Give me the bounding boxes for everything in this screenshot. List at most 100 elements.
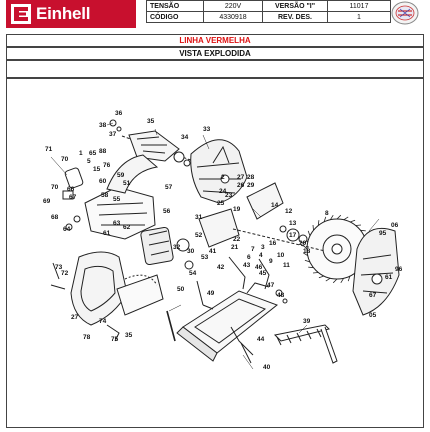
part-number-label: 15	[93, 166, 101, 173]
part-number-label: 72	[61, 270, 69, 277]
part-number-label: 23	[225, 192, 233, 199]
part-number-label: 49	[207, 290, 215, 297]
part-number-label: 47	[267, 282, 275, 289]
part-number-label: 29	[247, 182, 255, 189]
part-number-label: 35	[125, 332, 133, 339]
part-number-label: 43	[243, 262, 251, 269]
part-number-label: 61	[103, 230, 111, 237]
part-number-label: 53	[201, 254, 209, 261]
part-number-label: 8	[325, 210, 329, 217]
part-number-label: 4	[259, 252, 263, 259]
part-number-label: 37	[109, 131, 117, 138]
brand-name: Einhell	[36, 4, 91, 23]
part-number-label: 59	[117, 172, 125, 179]
exploded-view-diagram: 3836373534337170165885157659515758282927…	[43, 110, 403, 371]
part-number-label: 18	[303, 248, 311, 255]
part-number-label: 67	[369, 292, 377, 299]
part-number-label: 78	[83, 334, 91, 341]
armature-part	[109, 119, 203, 167]
revision-value: 1	[327, 11, 391, 23]
part-number-label: 41	[209, 248, 217, 255]
handle-part	[70, 251, 164, 326]
part-number-label: 66	[67, 186, 75, 193]
lower-blade-guard-part	[352, 227, 400, 316]
part-number-label: 57	[165, 184, 173, 191]
part-number-label: 28	[247, 174, 255, 181]
part-number-label: 26	[237, 182, 245, 189]
part-number-label: 13	[289, 220, 297, 227]
parts-drawing	[50, 119, 400, 370]
voltage-value: 220V	[203, 0, 263, 12]
part-number-label: 12	[285, 208, 293, 215]
part-number-label: 58	[101, 192, 109, 199]
part-number-label: 3	[261, 244, 265, 251]
part-number-label: 61	[385, 274, 393, 281]
part-number-label: 54	[189, 270, 197, 277]
part-number-label: 38	[99, 122, 107, 129]
version-label: VERSÃO "I"	[262, 0, 328, 12]
part-number-label: 27	[237, 174, 245, 181]
part-number-label: 75	[111, 336, 119, 343]
part-number-label: 7	[251, 246, 255, 253]
part-number-label: 25	[217, 200, 225, 207]
part-number-label: 32	[173, 244, 181, 251]
flange-part	[198, 182, 326, 252]
part-number-label: 56	[163, 208, 171, 215]
part-number-label: 67	[69, 194, 77, 201]
part-number-label: 17	[289, 232, 297, 239]
part-number-label: 69	[43, 198, 51, 205]
code-value: 4330918	[203, 11, 263, 23]
einhell-logo-mark-icon	[11, 4, 31, 24]
part-number-label: 06	[391, 222, 399, 229]
part-number-label: 27	[71, 314, 79, 321]
part-number-label: 65	[89, 150, 97, 157]
part-number-label: 46	[255, 264, 263, 271]
part-number-label: 36	[115, 110, 123, 117]
part-number-label: 20	[299, 240, 307, 247]
part-number-label: 35	[147, 118, 155, 125]
part-number-label: 30	[187, 248, 195, 255]
code-label: CÓDIGO	[146, 11, 204, 23]
version-value: 11017	[327, 0, 391, 12]
part-number-label: 9	[269, 258, 273, 265]
part-number-label: 44	[257, 336, 265, 343]
leader-lines	[50, 122, 380, 370]
diagram-title: VISTA EXPLODIDA	[6, 47, 424, 60]
part-number-label: 48	[277, 292, 285, 299]
voltage-label: TENSÃO	[146, 0, 204, 12]
part-number-label: 1	[79, 150, 83, 157]
part-number-label: 50	[177, 286, 185, 293]
part-number-label: 31	[195, 214, 203, 221]
part-number-label: 95	[379, 230, 387, 237]
stator-part	[140, 226, 194, 270]
part-number-label: 96	[395, 266, 403, 273]
part-number-label: 74	[99, 318, 107, 325]
motor-housing-part	[62, 154, 159, 240]
part-number-label: 55	[113, 196, 121, 203]
part-number-label: 24	[219, 188, 227, 195]
part-number-label: 51	[123, 180, 131, 187]
base-plate-part	[176, 282, 279, 362]
part-number-label: 33	[203, 126, 211, 133]
spec-table: TENSÃO 220V VERSÃO "I" 11017 CÓDIGO 4330…	[146, 0, 391, 23]
part-number-label: 6	[247, 254, 251, 261]
part-number-label: 88	[99, 148, 107, 155]
part-number-label: 16	[269, 240, 277, 247]
einhell-logo: Einhell	[6, 0, 136, 28]
spec-row: TENSÃO 220V VERSÃO "I" 11017	[146, 0, 391, 12]
part-number-label: 52	[195, 232, 203, 239]
part-number-label: 71	[45, 146, 53, 153]
spec-row: CÓDIGO 4330918 REV. DES. 1	[146, 11, 391, 23]
rip-fence-part	[273, 324, 338, 364]
part-number-label: 64	[63, 226, 71, 233]
part-number-label: 68	[51, 214, 59, 221]
part-number-label: 05	[369, 312, 377, 319]
part-number-label: 70	[61, 156, 69, 163]
upper-blade-guard-part	[190, 139, 248, 204]
part-number-label: 73	[55, 264, 63, 271]
part-number-label: 34	[181, 134, 189, 141]
part-number-label: 70	[51, 184, 59, 191]
small-hardware-part	[50, 256, 288, 364]
